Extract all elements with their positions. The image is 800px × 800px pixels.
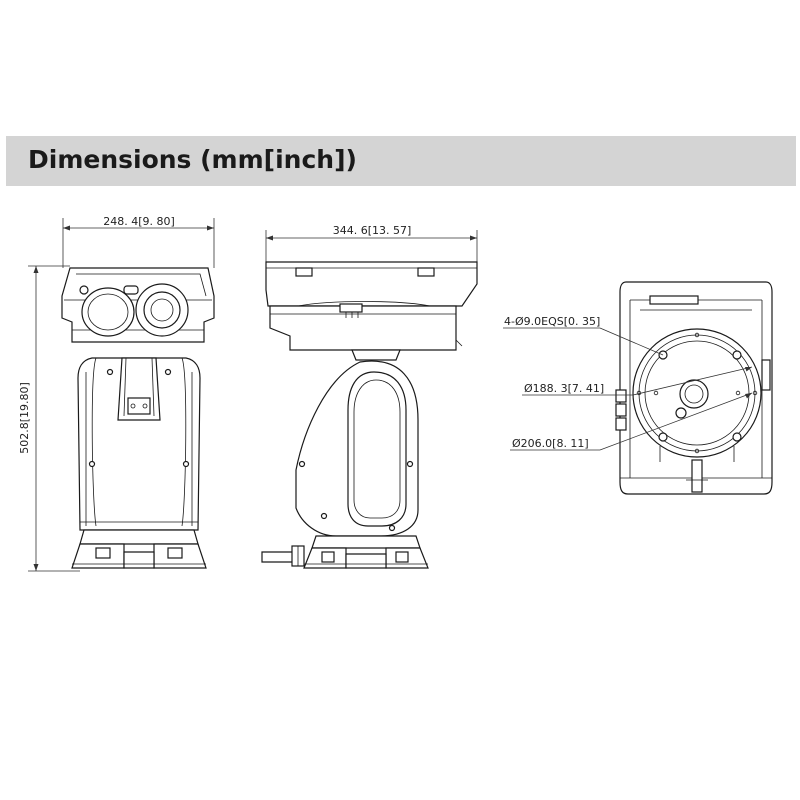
- front-height-label: 502.8[19.80]: [18, 382, 31, 454]
- side-width-label: 344. 6[13. 57]: [333, 224, 412, 237]
- title-bar: Dimensions (mm[inch]): [6, 136, 796, 186]
- inner-diameter-label: Ø188. 3[7. 41]: [524, 382, 604, 395]
- bolt-hole-label: 4-Ø9.0EQS[0. 35]: [504, 315, 600, 328]
- page-title: Dimensions (mm[inch]): [28, 145, 357, 174]
- bottom-view: 4-Ø9.0EQS[0. 35] Ø188. 3[7. 41] Ø206.0[8…: [503, 281, 773, 495]
- side-view: 344. 6[13. 57]: [261, 224, 478, 569]
- front-view: 248. 4[9. 80] 502.8[19.80]: [18, 215, 215, 572]
- outer-diameter-label: Ø206.0[8. 11]: [512, 437, 589, 450]
- front-width-label: 248. 4[9. 80]: [103, 215, 175, 228]
